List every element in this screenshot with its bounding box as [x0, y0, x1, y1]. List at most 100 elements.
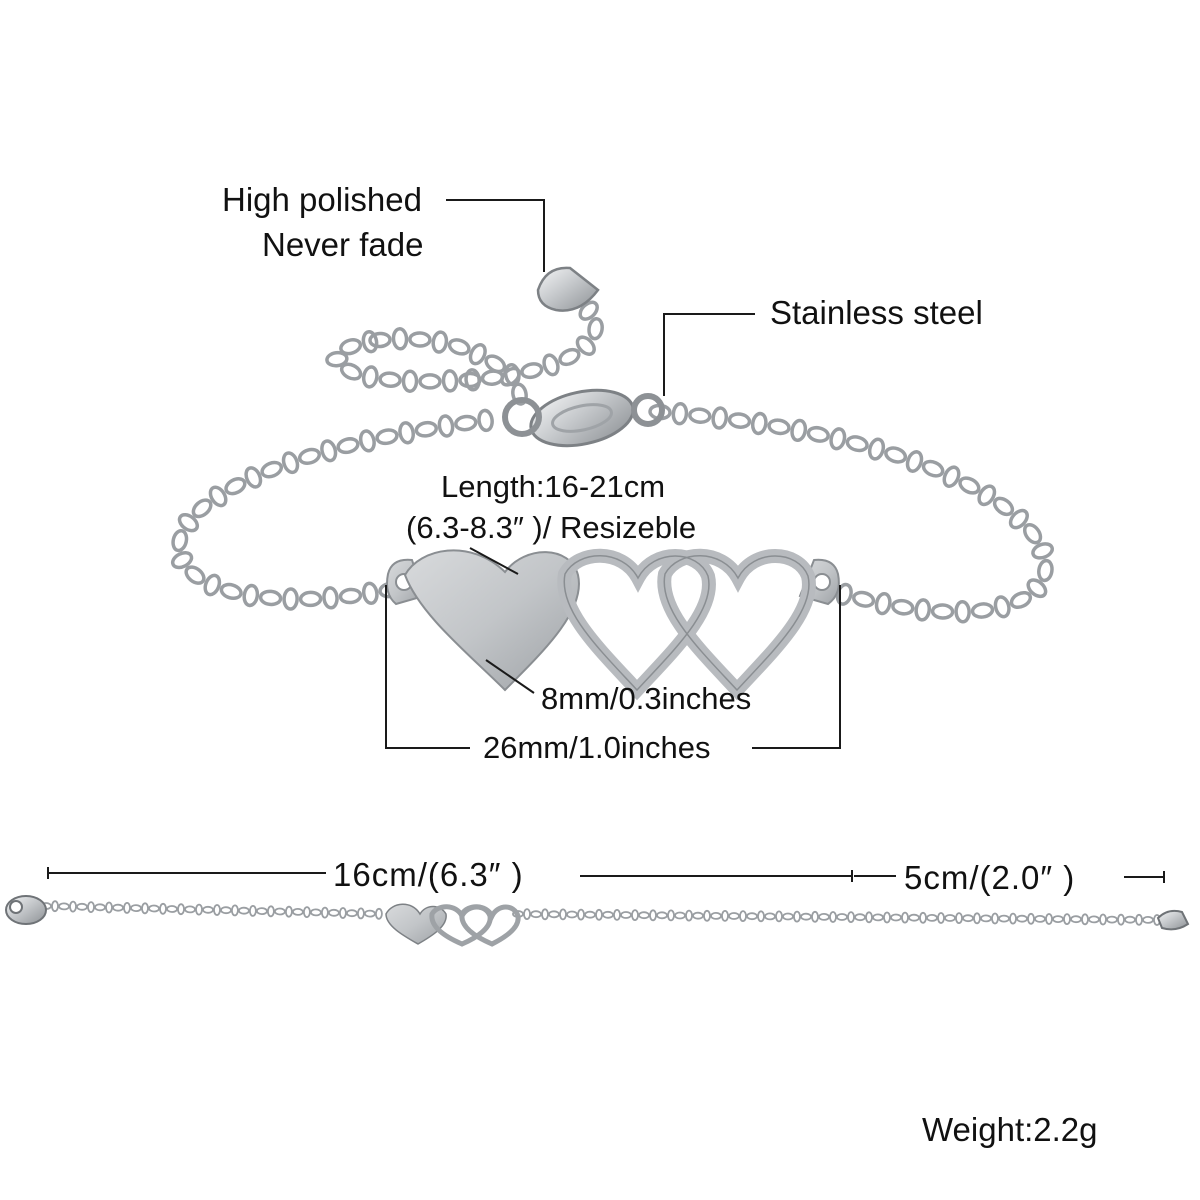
chain-link — [541, 908, 549, 921]
chain-link — [973, 912, 981, 925]
chain-link — [750, 411, 768, 436]
chain-link — [905, 450, 924, 473]
chain-link — [398, 421, 415, 445]
chain-link — [764, 912, 776, 921]
chain-link — [991, 912, 999, 925]
heart-height-pointer-bottom — [485, 659, 535, 694]
chain-link — [1106, 915, 1118, 924]
chain-link — [587, 317, 604, 341]
chain-link — [890, 913, 902, 922]
chain-link — [191, 498, 213, 519]
chain-link — [484, 354, 507, 374]
chain-link — [166, 905, 178, 913]
chain-link — [914, 598, 931, 622]
chain-link — [105, 901, 113, 914]
chain-link — [320, 906, 329, 919]
chain-link — [883, 911, 891, 924]
chain-link — [548, 910, 560, 919]
length-label: Length:16-21cm — [441, 469, 666, 504]
length-inches-label: (6.3-8.3″ )/ Resizeble — [406, 510, 697, 545]
chain-link — [336, 437, 360, 455]
chain-link — [757, 910, 765, 923]
chain-link — [238, 906, 250, 915]
chain-link — [649, 909, 657, 922]
chain-link — [171, 528, 189, 553]
pendant-width-line — [385, 585, 470, 749]
chain-link — [829, 911, 837, 923]
chain-link — [248, 905, 257, 917]
chain-link — [602, 910, 614, 919]
chain-link — [1037, 558, 1054, 583]
chain-link — [408, 331, 432, 348]
chain-link — [852, 590, 876, 608]
chain-link — [577, 908, 585, 921]
chain-link — [930, 603, 955, 620]
chain-link — [566, 910, 578, 919]
chain-link — [195, 903, 203, 916]
chain-link — [1070, 915, 1082, 924]
chain-link — [998, 914, 1010, 923]
chain-link — [401, 369, 419, 393]
chain-link — [1026, 578, 1048, 599]
chain-link — [692, 911, 704, 920]
chain-link — [806, 425, 830, 443]
chain-link — [962, 914, 974, 923]
chain-link — [559, 908, 567, 921]
chain-link — [746, 912, 758, 921]
chain-link — [338, 587, 363, 605]
chain-link — [558, 347, 581, 367]
chain-link — [361, 365, 379, 389]
chain-link — [511, 382, 528, 406]
chain-link — [208, 485, 228, 508]
chain-link — [266, 905, 275, 918]
chain-link — [112, 903, 124, 912]
chain-link — [141, 902, 149, 915]
extension-chain — [325, 291, 604, 406]
chain-link — [942, 465, 961, 488]
chain-link — [542, 353, 560, 377]
chain-link — [638, 911, 650, 920]
finish-callout-line — [446, 199, 545, 272]
chain-link — [364, 909, 376, 918]
chain-link — [418, 373, 442, 390]
chain-link — [1081, 913, 1089, 926]
chain-link — [1099, 913, 1107, 926]
finish-label-line1: High polished — [222, 181, 422, 218]
chain-link — [836, 913, 848, 921]
chain-link — [865, 911, 873, 924]
material-label: Stainless steel — [770, 294, 983, 331]
chain-link — [244, 466, 263, 489]
chain-link — [500, 366, 521, 387]
weight-label: Weight:2.2g — [922, 1111, 1098, 1148]
chain-link — [148, 904, 160, 913]
chain-link — [298, 590, 323, 608]
chain-link — [356, 907, 365, 920]
chain-link — [944, 914, 956, 922]
chain-link — [284, 905, 293, 918]
chain-link — [970, 602, 995, 619]
chain-link — [818, 912, 830, 921]
chain-link — [274, 907, 286, 916]
chain-link — [431, 330, 449, 354]
pendant-width-label: 26mm/1.0inches — [483, 730, 711, 765]
chain-link — [523, 908, 531, 920]
chain-link — [94, 903, 106, 912]
chain-link — [310, 908, 322, 917]
flat-bracelet-chain — [40, 900, 1161, 926]
chain-link — [1063, 913, 1071, 925]
heart-pendant — [386, 548, 840, 701]
chain-link — [775, 910, 783, 923]
chain-link — [520, 362, 544, 380]
chain-link — [1009, 590, 1033, 610]
chain-link — [177, 512, 200, 533]
chain-link — [891, 598, 915, 616]
chain-link — [800, 912, 812, 921]
chain-link — [954, 600, 971, 624]
chain-link — [1031, 542, 1054, 560]
chain-link — [339, 362, 363, 381]
chain-link — [130, 904, 142, 913]
chain-link — [1045, 913, 1053, 925]
chain-link — [220, 906, 232, 915]
